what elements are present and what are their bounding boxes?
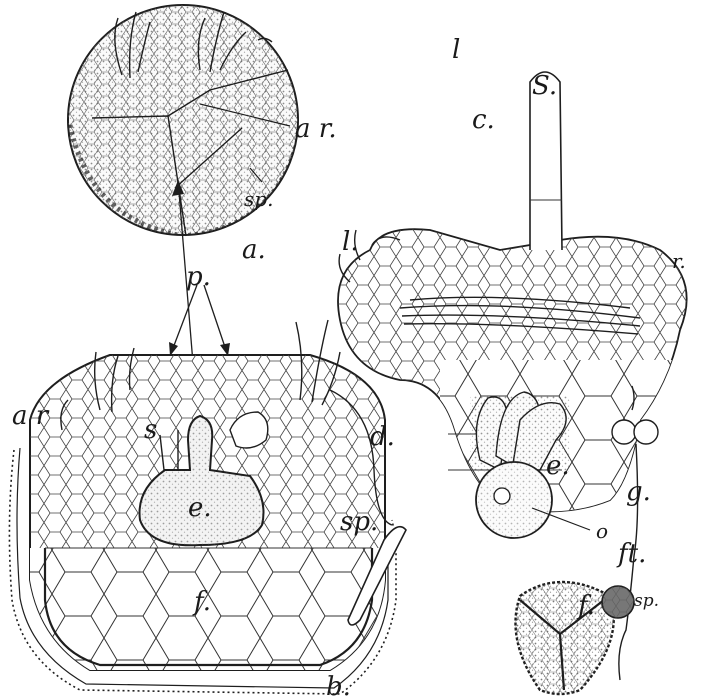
label-e: e. [546, 451, 570, 481]
label-b-spore: sp. [340, 507, 378, 537]
label-b-foot: f. [192, 587, 211, 617]
label-b-suspensor: s [144, 415, 157, 445]
figure-a-prothallium: a r. sp. a. [60, 0, 337, 265]
label-c-stem: S. [532, 71, 557, 101]
label-a-spore: sp. [244, 187, 273, 211]
label-b-archegonia: a r [12, 401, 50, 431]
label-c: c. [472, 105, 495, 135]
label-g-spore: sp. [634, 591, 659, 611]
label-a: a. [242, 235, 266, 265]
figure-f-spore: f. [505, 565, 630, 699]
label-f: f. [576, 591, 595, 621]
label-c-leaf-left: l. [342, 227, 359, 257]
label-e-oospore: o [596, 519, 608, 543]
label-b-embryo: e. [188, 493, 212, 523]
label-g: g. [626, 477, 651, 507]
figure-b-section: a r s e. f. sp. b. [9, 320, 400, 699]
label-c-foot: ft. [616, 539, 646, 569]
label-c-leaf-top: l [452, 35, 460, 65]
label-d: d. [370, 422, 395, 452]
label-a-archegonia: a r. [295, 114, 337, 144]
label-b: b. [326, 672, 351, 699]
label-c-root: r. [672, 249, 686, 273]
label-p: p. [186, 262, 211, 292]
